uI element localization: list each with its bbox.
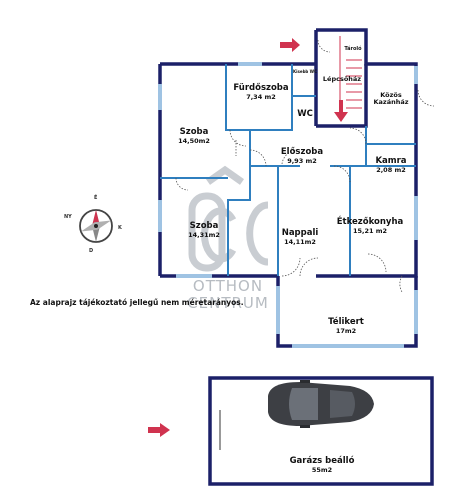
room-eloszoba: Előszoba 9,93 m2 bbox=[268, 140, 336, 166]
room-name: Kisebb WC bbox=[293, 69, 318, 74]
room-name: Tároló bbox=[344, 46, 362, 52]
room-name: Nappali bbox=[281, 228, 319, 238]
room-kiswc: Kisebb WC bbox=[293, 69, 318, 75]
room-tarolo: Tároló bbox=[340, 46, 366, 53]
room-nappali: Nappali 14,11m2 bbox=[278, 221, 322, 247]
room-area: 2,08 m2 bbox=[376, 166, 406, 175]
room-lepcsohaz: Lépcsőház bbox=[320, 75, 364, 83]
room-name: Kamra bbox=[375, 156, 407, 166]
room-name: WC bbox=[297, 109, 313, 119]
room-name: Étkezőkonyha bbox=[336, 217, 404, 227]
compass-north-label: É bbox=[94, 195, 98, 201]
room-area: 14,31m2 bbox=[188, 231, 220, 240]
garage-walls bbox=[208, 376, 434, 486]
room-name: Télikert bbox=[328, 317, 364, 327]
room-name: Szoba bbox=[189, 221, 219, 231]
room-area: 9,93 m2 bbox=[287, 157, 317, 166]
entrance-arrow bbox=[280, 38, 300, 52]
inner-walls bbox=[160, 64, 416, 276]
room-name: Közös Kazánház bbox=[373, 91, 409, 107]
disclaimer-note: Az alaprajz tájékoztató jellegű nem mére… bbox=[30, 298, 244, 307]
room-area: 15,21 m2 bbox=[352, 227, 388, 236]
windows bbox=[158, 62, 418, 348]
compass-south-label: D bbox=[89, 248, 94, 254]
room-furdoszoba: Fürdőszoba 7,34 m2 bbox=[230, 76, 292, 102]
room-kamra: Kamra 2,08 m2 bbox=[368, 149, 414, 175]
room-etkezokonyha: Étkezőkonyha 15,21 m2 bbox=[330, 210, 410, 236]
room-szoba-1: Szoba 14,50m2 bbox=[162, 120, 226, 146]
door-swings bbox=[175, 39, 435, 293]
room-area: 14,50m2 bbox=[178, 137, 210, 146]
watermark-line2: CENTRUM bbox=[187, 293, 269, 312]
room-kozos-kazanhaz: Közös Kazánház bbox=[368, 91, 414, 107]
room-telikert: Télikert 17m2 bbox=[316, 310, 376, 336]
room-name: Fürdőszoba bbox=[233, 83, 289, 93]
room-garazs-beallo: Garázs beálló 55m2 bbox=[270, 449, 374, 475]
compass-east-label: K bbox=[118, 225, 122, 231]
room-name: Szoba bbox=[179, 127, 209, 137]
stair-down-arrow bbox=[334, 100, 348, 122]
room-area: 14,11m2 bbox=[284, 238, 316, 247]
room-area: 7,34 m2 bbox=[246, 93, 276, 102]
room-name: Lépcsőház bbox=[322, 75, 362, 83]
car-icon bbox=[268, 380, 374, 428]
room-name: Garázs beálló bbox=[289, 456, 355, 466]
room-area: 17m2 bbox=[335, 327, 357, 336]
compass-west-label: NY bbox=[64, 214, 72, 220]
compass-icon bbox=[79, 209, 113, 243]
watermark-text: OTTHON CENTRUM bbox=[183, 174, 273, 311]
garage-entrance-arrow bbox=[148, 423, 170, 437]
room-name: Előszoba bbox=[280, 147, 324, 157]
room-szoba-2: Szoba 14,31m2 bbox=[172, 214, 236, 240]
watermark-line1: OTTHON bbox=[192, 277, 264, 295]
room-wc: WC bbox=[294, 102, 316, 120]
watermark-logo bbox=[188, 165, 269, 272]
room-area: 55m2 bbox=[311, 466, 333, 475]
